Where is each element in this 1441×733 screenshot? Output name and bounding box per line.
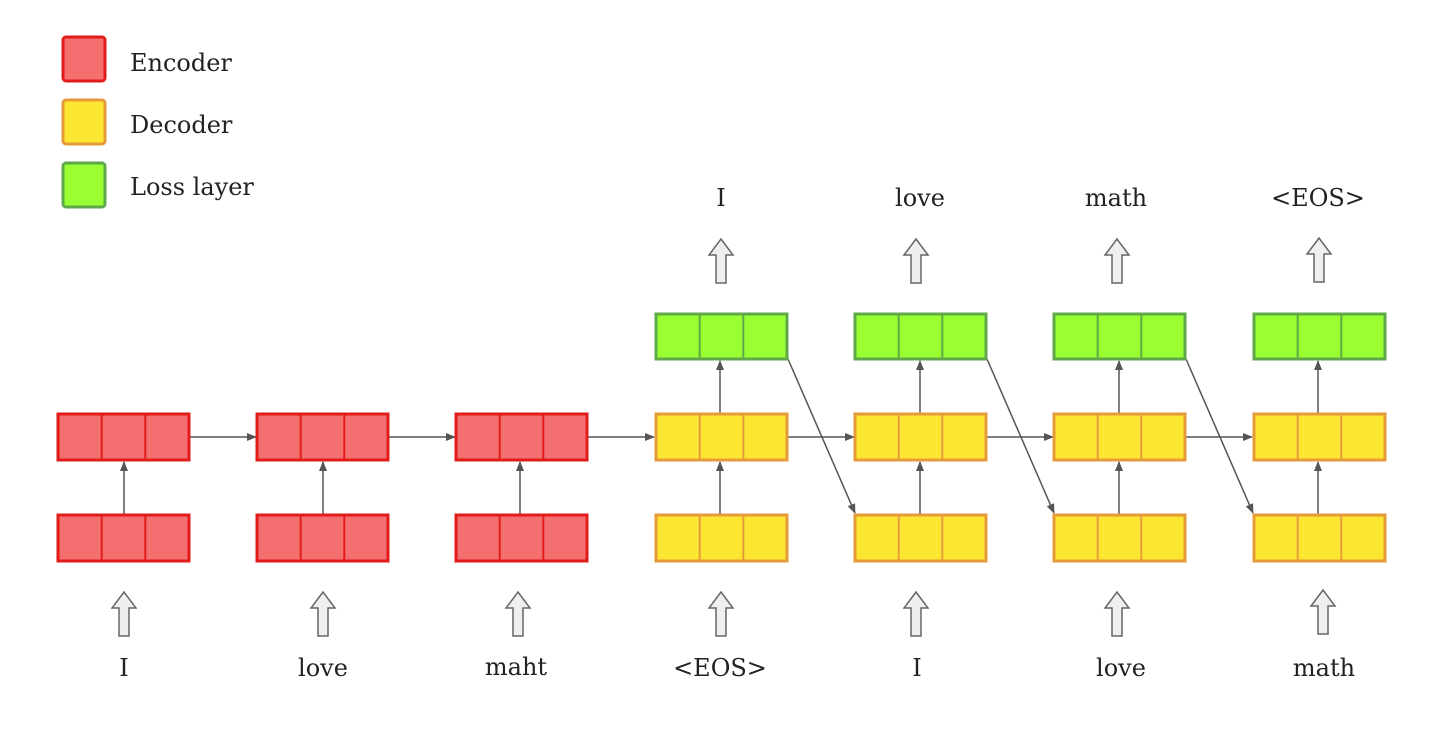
legend-swatch-encoder (61, 35, 107, 83)
loss-layer-row (654, 312, 1387, 361)
encoder-input-label: maht (485, 653, 548, 681)
decoder-output-label: <EOS> (1271, 184, 1365, 212)
input-arrow-icon (1309, 588, 1337, 635)
legend-item-decoder: Decoder (61, 98, 233, 146)
input-arrow-icon (1103, 590, 1131, 637)
loss-layer-cell-2 (853, 312, 988, 361)
encoder-upper-cell-1 (56, 412, 191, 462)
decoder-lower-cell-4 (1252, 513, 1387, 563)
decoder-lower-row (654, 513, 1387, 563)
input-arrow-icon (309, 590, 337, 637)
output-arrow-icon (1305, 236, 1333, 283)
loss-layer-cell-4 (1252, 312, 1387, 361)
connections (120, 358, 1322, 514)
input-arrow-icon (504, 590, 532, 637)
loss-layer-cell-1 (654, 312, 789, 361)
encoder-lower-cell-3 (454, 513, 589, 563)
input-arrows (110, 588, 1337, 637)
decoder-input-label: <EOS> (673, 654, 767, 682)
decoder-output-label: math (1085, 184, 1147, 212)
decoder-lower-cell-3 (1052, 513, 1187, 563)
decoder-upper-row (654, 412, 1387, 462)
input-labels: I love maht <EOS> I love math (119, 653, 1355, 682)
encoder-lower-row (56, 513, 589, 563)
legend-label-loss-layer: Loss layer (130, 173, 254, 201)
legend-label-encoder: Encoder (130, 49, 232, 77)
feedback-arrow-2 (986, 358, 1055, 514)
encoder-input-label: I (119, 654, 128, 682)
input-arrow-icon (110, 590, 138, 637)
decoder-input-label: math (1293, 654, 1355, 682)
encoder-lower-cell-1 (56, 513, 191, 563)
encoder-upper-cell-2 (255, 412, 390, 462)
decoder-upper-cell-1 (654, 412, 789, 462)
output-arrows (707, 236, 1333, 284)
legend: Encoder Decoder Loss layer (61, 35, 254, 209)
decoder-output-label: love (895, 184, 945, 212)
feedback-arrow-1 (787, 358, 856, 514)
legend-swatch-loss-layer (61, 161, 107, 209)
encoder-upper-cell-3 (454, 412, 589, 462)
decoder-upper-cell-4 (1252, 412, 1387, 462)
encoder-input-label: love (298, 654, 348, 682)
output-labels: I love math <EOS> (716, 184, 1365, 212)
legend-swatch-decoder (61, 98, 107, 146)
output-arrow-icon (707, 237, 735, 284)
feedback-arrow-3 (1185, 358, 1254, 514)
output-arrow-icon (902, 237, 930, 284)
decoder-input-label: love (1096, 654, 1146, 682)
decoder-lower-cell-1 (654, 513, 789, 563)
decoder-upper-cell-2 (853, 412, 988, 462)
input-arrow-icon (902, 590, 930, 637)
decoder-upper-cell-3 (1052, 412, 1187, 462)
legend-label-decoder: Decoder (130, 111, 233, 139)
decoder-input-label: I (912, 654, 921, 682)
legend-item-loss-layer: Loss layer (61, 161, 254, 209)
encoder-upper-row (56, 412, 589, 462)
encoder-lower-cell-2 (255, 513, 390, 563)
decoder-output-label: I (716, 184, 725, 212)
loss-layer-cell-3 (1052, 312, 1187, 361)
output-arrow-icon (1103, 237, 1131, 284)
input-arrow-icon (707, 590, 735, 637)
decoder-lower-cell-2 (853, 513, 988, 563)
legend-item-encoder: Encoder (61, 35, 232, 83)
